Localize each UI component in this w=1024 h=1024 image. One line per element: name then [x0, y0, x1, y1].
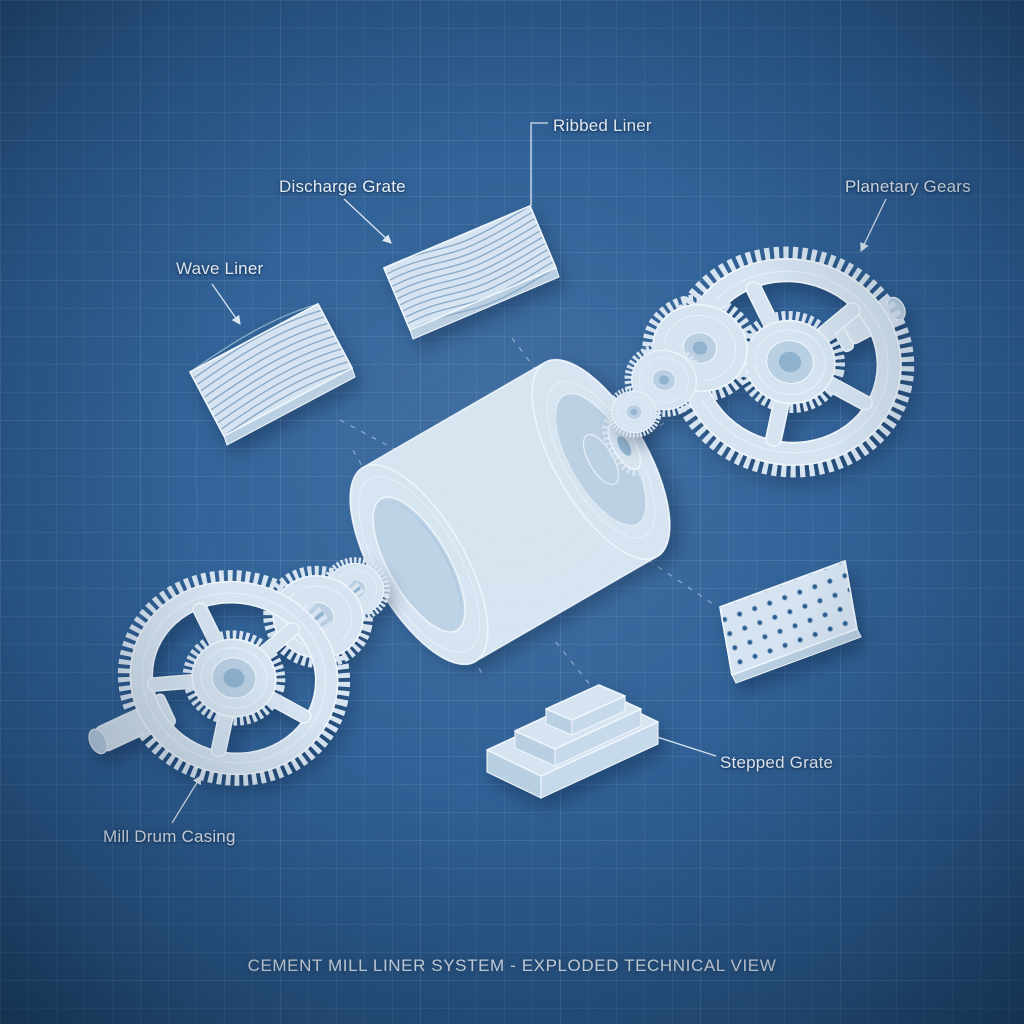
stepped-grate-part — [486, 684, 659, 799]
label-discharge-grate: Discharge Grate — [279, 177, 406, 196]
ribbed-liner-part — [383, 205, 560, 340]
leader-mill-drum-casing — [171, 775, 202, 824]
label-planetary-gears: Planetary Gears — [845, 177, 971, 196]
leader-planetary-gears — [860, 198, 887, 253]
label-mill-drum-casing: Mill Drum Casing — [103, 827, 236, 846]
leader-wave-liner — [211, 283, 241, 325]
label-stepped-grate: Stepped Grate — [720, 753, 834, 772]
drive-gear-assembly-left — [88, 555, 393, 800]
perforated-grate-plate — [719, 560, 862, 684]
leader-discharge-grate — [343, 198, 392, 244]
label-ribbed-liner: Ribbed Liner — [553, 116, 652, 135]
leader-stepped-grate — [656, 736, 717, 757]
wave-liner-part — [189, 303, 356, 446]
leader-ribbed-liner — [530, 122, 548, 206]
planetary-gear-assembly-right — [605, 232, 928, 492]
label-wave-liner: Wave Liner — [176, 259, 264, 278]
diagram-title: CEMENT MILL LINER SYSTEM - EXPLODED TECH… — [247, 956, 777, 975]
